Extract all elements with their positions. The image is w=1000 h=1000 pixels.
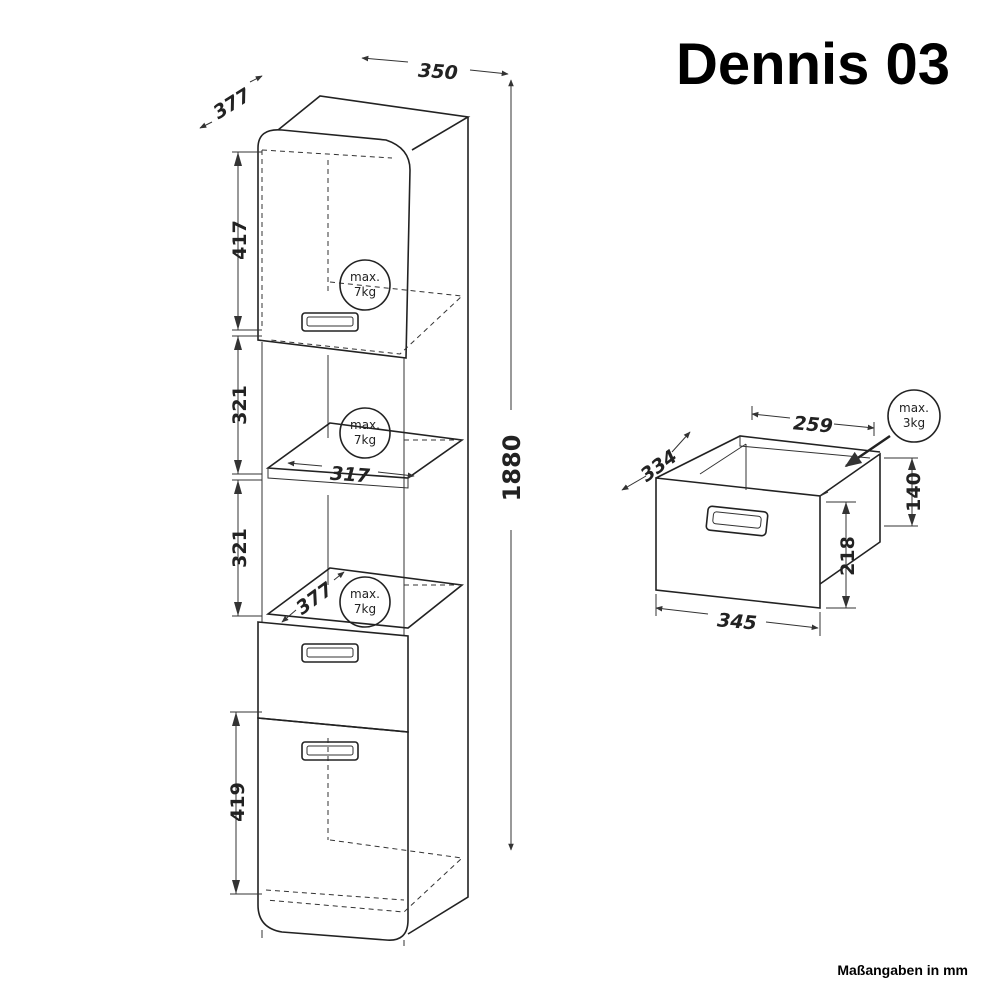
dim-compartment-middle-2: 321 — [229, 528, 251, 568]
bottom-door — [257, 717, 409, 941]
dim-compartment-middle-1: 321 — [229, 385, 251, 425]
badge-line2: 3kg — [903, 416, 925, 430]
cabinet-drawer-front — [257, 621, 409, 733]
dim-compartment-bottom: 419 — [227, 782, 249, 822]
dim-shelf-width: 317 — [329, 463, 371, 488]
dim-drawer-inner-width: 259 — [792, 412, 833, 437]
dim-width: 350 — [417, 60, 458, 85]
badge-line2: 7kg — [354, 433, 376, 447]
load-badge-middle: max. 7kg — [339, 407, 391, 459]
badge-line2: 7kg — [354, 285, 376, 299]
top-door — [257, 129, 411, 359]
drawer-front — [655, 477, 821, 609]
dim-depth: 377 — [209, 84, 255, 124]
dim-drawer-front-height: 218 — [837, 536, 859, 576]
handle-icon — [301, 643, 359, 663]
load-badge-lower: max. 7kg — [339, 576, 391, 628]
drawer-box — [655, 435, 881, 609]
load-badge-top: max. 7kg — [339, 259, 391, 311]
dim-shelf-depth: 377 — [292, 578, 338, 620]
tall-cabinet — [257, 95, 471, 946]
badge-line2: 7kg — [354, 602, 376, 616]
badge-line1: max. — [350, 418, 380, 432]
units-note: Maßangaben in mm — [837, 962, 968, 978]
handle-icon — [301, 312, 359, 332]
badge-line1: max. — [350, 270, 380, 284]
shelf-lower — [265, 567, 464, 629]
dim-compartment-top: 417 — [229, 220, 251, 260]
cabinet-dimensions: 350 377 1880 417 321 321 419 31 — [199, 55, 526, 895]
badge-line1: max. — [350, 587, 380, 601]
dim-total-height: 1880 — [498, 435, 526, 502]
handle-icon — [705, 505, 769, 537]
load-badge-drawer: max. 3kg — [844, 389, 941, 467]
diagram-title: Dennis 03 — [676, 32, 950, 97]
badge-line1: max. — [899, 401, 929, 415]
handle-icon — [301, 741, 359, 761]
dim-drawer-front-width: 345 — [716, 609, 757, 634]
dim-drawer-inner-height: 140 — [903, 472, 925, 512]
